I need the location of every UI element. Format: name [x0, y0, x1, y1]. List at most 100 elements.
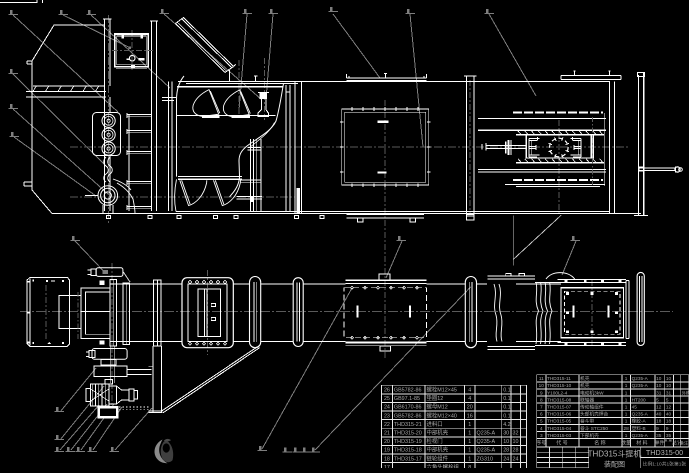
svg-text:1: 1 [625, 376, 628, 381]
svg-text:35: 35 [666, 433, 672, 438]
svg-text:六角头螺栓组: 六角头螺栓组 [427, 463, 460, 468]
svg-text:32: 32 [513, 431, 519, 437]
svg-text:THD315-19: THD315-19 [394, 439, 422, 445]
svg-text:单件: 单件 [654, 440, 664, 447]
svg-text:35: 35 [656, 433, 662, 438]
svg-text:垫圈12: 垫圈12 [427, 394, 444, 402]
svg-text:THD315-21: THD315-21 [394, 422, 422, 428]
svg-text:机壳: 机壳 [580, 382, 590, 389]
svg-text:4: 4 [540, 426, 543, 431]
svg-text:THD315-04: THD315-04 [547, 426, 572, 431]
svg-text:18: 18 [384, 456, 390, 462]
svg-text:Q235-A: Q235-A [632, 433, 649, 438]
svg-text:Q235-A: Q235-A [632, 383, 649, 388]
svg-text:1: 1 [468, 448, 471, 454]
svg-text:Y100L2-4: Y100L2-4 [547, 390, 568, 395]
svg-text:20: 20 [384, 439, 390, 445]
svg-text:总计: 总计 [672, 440, 682, 447]
svg-text:10: 10 [666, 383, 672, 388]
svg-text:THD315-00: THD315-00 [646, 448, 683, 457]
svg-text:材 料: 材 料 [636, 440, 647, 447]
svg-text:Q235-A: Q235-A [477, 439, 496, 445]
svg-text:Q235-A: Q235-A [477, 448, 496, 454]
svg-text:28: 28 [503, 448, 509, 454]
svg-text:1: 1 [625, 405, 628, 410]
svg-text:10: 10 [656, 383, 662, 388]
svg-text:5: 5 [656, 397, 659, 402]
svg-text:螺栓M12×45: 螺栓M12×45 [427, 386, 457, 394]
svg-text:中部机壳: 中部机壳 [427, 429, 449, 437]
svg-text:20: 20 [467, 405, 473, 411]
svg-text:8: 8 [540, 397, 543, 402]
svg-text:0.1: 0.1 [503, 396, 511, 402]
svg-text:传动轴组件: 传动轴组件 [580, 404, 604, 411]
svg-text:THD315-06: THD315-06 [547, 412, 572, 417]
svg-text:Q235-A: Q235-A [477, 431, 496, 437]
svg-text:1: 1 [625, 433, 628, 438]
svg-text:GB5782-86: GB5782-86 [394, 388, 422, 394]
svg-text:28: 28 [623, 426, 629, 431]
svg-text:数量: 数量 [621, 440, 631, 447]
svg-text:12: 12 [656, 405, 662, 410]
svg-text:备注: 备注 [680, 440, 689, 447]
svg-text:18: 18 [656, 419, 662, 424]
svg-text:Q235-A: Q235-A [632, 412, 649, 417]
svg-text:下部机壳: 下部机壳 [580, 432, 599, 439]
svg-text:THD315-08: THD315-08 [547, 397, 572, 402]
svg-text:18: 18 [666, 419, 672, 424]
svg-text:40: 40 [656, 412, 662, 417]
svg-text:1: 1 [468, 456, 471, 462]
svg-text:螺母M12: 螺母M12 [427, 403, 448, 411]
svg-text:5: 5 [666, 397, 669, 402]
svg-text:0.1: 0.1 [503, 388, 511, 394]
svg-text:重 量: 重 量 [664, 437, 673, 442]
svg-text:1: 1 [625, 383, 628, 388]
svg-text:0.1: 0.1 [503, 413, 511, 419]
svg-text:11: 11 [539, 376, 544, 381]
svg-text:序号: 序号 [536, 440, 546, 447]
svg-text:THD315-20: THD315-20 [394, 431, 422, 437]
svg-text:链轮组件: 链轮组件 [427, 454, 449, 462]
svg-text:10: 10 [503, 439, 509, 445]
svg-text:30: 30 [503, 431, 509, 437]
svg-text:10: 10 [666, 376, 672, 381]
svg-text:Q235-A: Q235-A [632, 376, 649, 381]
svg-text:1: 1 [625, 412, 628, 417]
svg-text:1: 1 [625, 390, 628, 395]
svg-text:GB6170-86: GB6170-86 [394, 405, 422, 411]
svg-text:6: 6 [540, 412, 543, 417]
svg-text:橡胶-A: 橡胶-A [632, 418, 647, 425]
svg-text:THD315-05: THD315-05 [547, 419, 572, 424]
svg-text:头部机壳焊合: 头部机壳焊合 [580, 411, 608, 418]
svg-text:24: 24 [513, 456, 519, 462]
svg-text:28: 28 [513, 448, 519, 454]
svg-text:31: 31 [656, 390, 662, 395]
svg-text:9: 9 [540, 390, 543, 395]
svg-text:1: 1 [468, 422, 471, 428]
svg-text:31: 31 [666, 390, 672, 395]
svg-text:畚斗 STC250: 畚斗 STC250 [580, 425, 608, 432]
svg-text:THD315斗提机: THD315斗提机 [588, 449, 642, 459]
svg-text:7: 7 [540, 405, 543, 410]
svg-text:9: 9 [656, 426, 659, 431]
svg-text:GB5782-86: GB5782-86 [394, 413, 422, 419]
svg-text:畚斗带: 畚斗带 [580, 418, 594, 425]
svg-text:螺栓M12×40: 螺栓M12×40 [427, 411, 457, 419]
svg-text:16: 16 [467, 413, 473, 419]
svg-text:26: 26 [384, 388, 390, 394]
svg-text:名 称: 名 称 [594, 440, 605, 447]
svg-text:联轴器: 联轴器 [580, 396, 594, 403]
svg-text:THD315-17: THD315-17 [394, 456, 422, 462]
svg-text:检视门: 检视门 [427, 437, 443, 445]
svg-text:10: 10 [656, 376, 662, 381]
svg-text:THD315-07: THD315-07 [547, 405, 572, 410]
svg-text:中部机壳: 中部机壳 [427, 446, 449, 454]
svg-text:10: 10 [539, 383, 545, 388]
svg-text:25: 25 [384, 396, 390, 402]
svg-text:比例1:10共1张第1张: 比例1:10共1张第1张 [643, 461, 687, 468]
svg-text:HT200: HT200 [632, 397, 646, 402]
svg-text:外购: 外购 [682, 389, 689, 396]
svg-text:21: 21 [384, 431, 390, 437]
svg-text:45: 45 [632, 405, 638, 410]
svg-text:0.1: 0.1 [503, 405, 511, 411]
